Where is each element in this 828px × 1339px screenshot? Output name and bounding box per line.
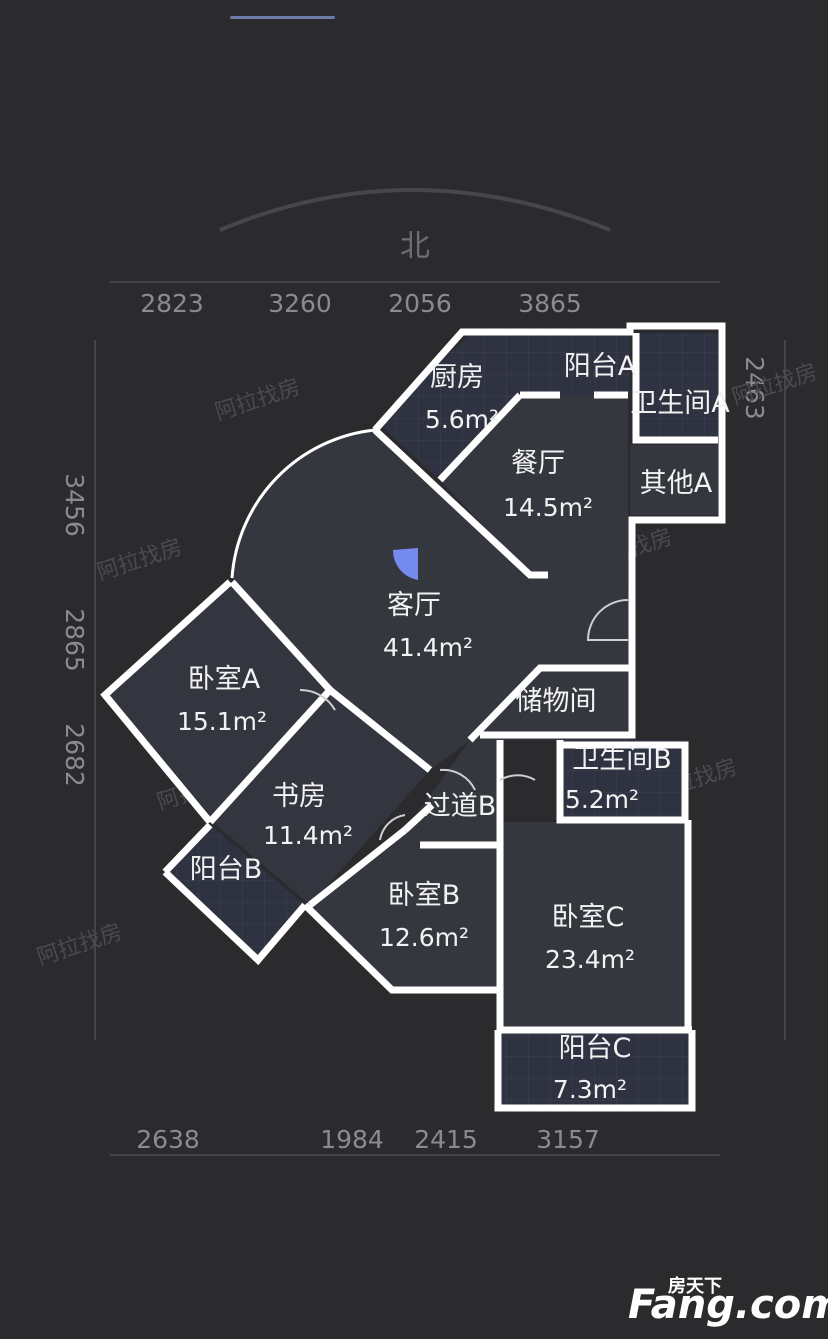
room-bedroom-a-name: 卧室A [188,664,261,695]
bathroom-b-floor [560,740,682,820]
dim-bottom-3: 2415 [414,1125,478,1154]
room-corridor-b-name: 过道B [424,791,497,822]
room-storage-name: 储物间 [516,686,597,717]
door-bed-a [299,688,336,711]
room-balcony-c-name: 阳台C [559,1033,632,1064]
door-bed-c [499,774,536,781]
dim-top-3: 2056 [388,289,452,318]
wall-corridor [402,802,500,849]
room-study-area: 11.4m² [263,821,353,850]
room-bathroom-a-name: 卫生间A [630,388,730,419]
room-balcony-b-name: 阳台B [190,854,263,885]
wall-study-east [327,687,433,773]
dim-top-2: 3260 [268,289,332,318]
room-bathroom-b-name: 卫生间B [572,744,672,775]
watermark-2: 阿拉找房 [94,535,185,586]
top-accent-line [230,16,335,19]
wall-study-bed-b [307,827,408,908]
room-kitchen-area: 5.6m² [425,405,499,434]
dim-right-1: 2463 [740,356,769,420]
compass-label: 北 [400,229,430,264]
room-other-a-name: 其他A [640,468,713,499]
room-living-area: 41.4m² [383,633,473,662]
bathroom-a-floor [636,333,718,443]
room-dining-area: 14.5m² [503,493,593,522]
dimension-right: 2463 [740,356,769,420]
balcony-a-floor [470,335,630,395]
walls [100,322,726,1112]
fang-logo: 房天下 Fang.com [628,1275,828,1328]
watermark-1: 阿拉找房 [212,375,303,426]
wall-study-bed-a [207,687,333,825]
room-kitchen-name: 厨房 [430,362,484,393]
room-floors [105,333,718,1108]
dimension-top: 2823 3260 2056 3865 [140,289,582,318]
view-direction-icon [392,548,418,580]
room-study-name: 书房 [272,781,326,812]
dimension-left: 3456 2865 2682 [60,473,89,787]
dining-floor [440,395,628,578]
room-labels: 厨房 5.6m² 阳台A 卫生间A 餐厅 14.5m² 其他A 客厅 41.4m… [177,351,730,1104]
logo-sub-text: 房天下 [668,1275,722,1297]
room-bedroom-c-area: 23.4m² [545,945,635,974]
other-a-floor [630,445,718,515]
living-arc [230,428,376,579]
room-bedroom-b-name: 卧室B [388,880,461,911]
dim-bottom-2: 1984 [320,1125,384,1154]
compass-arc [219,188,611,232]
room-bedroom-c-name: 卧室C [552,902,625,933]
balcony-b-floor [165,825,305,960]
inner-wall-bath-a [632,333,718,444]
wall-storage [467,664,636,743]
wall-bed-a-study [229,579,333,693]
study-floor [210,690,430,905]
door-bed-b [379,814,406,841]
doors [299,599,629,841]
room-bedroom-a-area: 15.1m² [177,707,267,736]
dim-bottom-4: 3157 [536,1125,600,1154]
dimension-bottom: 2638 1984 2415 3157 [136,1125,600,1154]
kitchen-floor [380,335,520,480]
watermark-4: 阿拉找房 [34,920,125,971]
inner-wall-kitchen [372,427,548,579]
outer-wall-west-a [100,579,233,825]
outer-wall-north [372,322,726,668]
living-room-floor [232,428,630,770]
inner-wall-kitchen-dining [437,392,523,483]
dim-bottom-1: 2638 [136,1125,200,1154]
room-dining-name: 餐厅 [511,448,565,479]
room-balcony-c-area: 7.3m² [553,1075,627,1104]
dim-left-3: 2682 [60,723,89,787]
bedroom-c-floor [500,822,685,1027]
room-living-name: 客厅 [387,590,441,621]
room-balcony-a-name: 阳台A [564,351,637,382]
dim-top-4: 3865 [518,289,582,318]
wall-bed-b-south [302,902,500,994]
logo-main-text: Fang.com [628,1282,828,1328]
balcony-c-floor [498,1030,690,1108]
room-bedroom-b-area: 12.6m² [379,923,469,952]
dim-left-1: 3456 [60,473,89,537]
storage-floor [470,668,630,740]
dimension-guides [94,281,786,1156]
dim-top-1: 2823 [140,289,204,318]
door-living [586,599,629,641]
room-bathroom-b-area: 5.2m² [565,785,639,814]
corridor-b-floor [405,740,500,845]
door-corridor [439,768,476,791]
dim-left-2: 2865 [60,608,89,672]
wall-balcony-c [494,1026,696,1112]
wall-balcony-b [162,822,308,966]
